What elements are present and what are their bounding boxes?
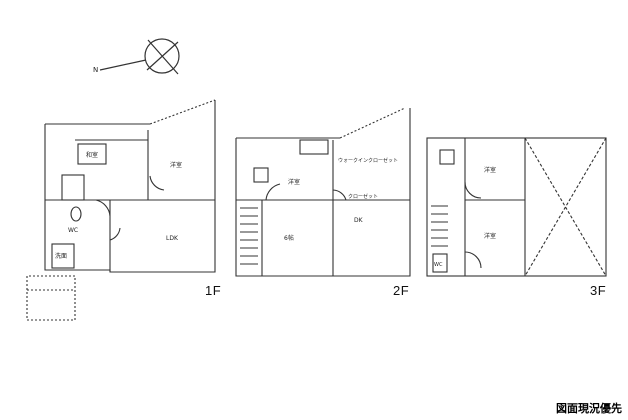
2f-sink-box: [253, 167, 269, 183]
plan-priority-notice: 図面現況優先: [556, 402, 622, 415]
3f-stairs: [431, 205, 448, 247]
2f-door-swing-b: [332, 189, 347, 201]
1f-room-label-0: 洋室: [170, 161, 182, 169]
2f-room-label-1: 6帖: [284, 234, 294, 242]
1f-room-label-3: WC: [68, 227, 78, 234]
3f-closet-box: [439, 149, 455, 165]
1f-door-swing-a: [95, 199, 111, 217]
floor-1f: 洋室 和室 LDK WC 洗面: [26, 99, 216, 321]
compass-circle: [144, 38, 180, 74]
3f-door-swing-a: [464, 181, 482, 199]
3f-room-label-1: 洋室: [484, 232, 496, 240]
2f-room-label-3: ウォークインクローゼット: [338, 157, 398, 164]
3f-outer-wall: [426, 137, 607, 277]
1f-stair-box: [61, 174, 85, 201]
compass-north-mark: N: [93, 66, 98, 74]
2f-outer-wall: [235, 108, 411, 277]
3f-room-label-0: 洋室: [484, 166, 496, 174]
floor-label-3f: 3F: [590, 283, 607, 298]
3f-wc-box: [432, 253, 448, 273]
3f-room-label-2: WC: [434, 262, 443, 268]
2f-room-label-2: DK: [354, 217, 364, 224]
2f-door-swing-a: [265, 183, 281, 201]
compass-pointer-line: [99, 59, 147, 71]
floor-2f: 洋室 6帖 DK ウォークインクローゼット クローゼット: [235, 107, 411, 277]
floor-3f: 洋室 洋室 WC: [426, 137, 607, 277]
1f-toilet-fixture: [70, 206, 82, 222]
2f-room-label-0: 洋室: [288, 178, 300, 186]
1f-room-label-4: 洗面: [55, 252, 67, 260]
1f-room-label-1: 和室: [86, 151, 98, 159]
1f-door-swing-b: [149, 175, 165, 191]
1f-diagonal-roofline: [149, 99, 216, 125]
2f-stairs: [240, 207, 258, 265]
floor-label-2f: 2F: [393, 283, 410, 298]
floor-label-1f: 1F: [205, 283, 222, 298]
compass-axis-a: [147, 39, 179, 75]
compass-axis-b: [146, 41, 179, 71]
1f-closet: [77, 143, 107, 165]
3f-void-diagonal-b: [524, 137, 607, 277]
1f-entry-box: [51, 243, 75, 269]
3f-door-swing-b: [464, 251, 482, 269]
1f-exterior-steps: [26, 275, 76, 321]
2f-closet-top: [299, 139, 329, 155]
1f-outer-wall: [44, 100, 216, 273]
2f-diagonal-roofline: [339, 107, 406, 139]
1f-room-label-2: LDK: [166, 235, 179, 242]
1f-door-swing-c: [109, 227, 121, 241]
compass: N: [93, 38, 180, 75]
2f-room-label-4: クローゼット: [348, 193, 378, 200]
